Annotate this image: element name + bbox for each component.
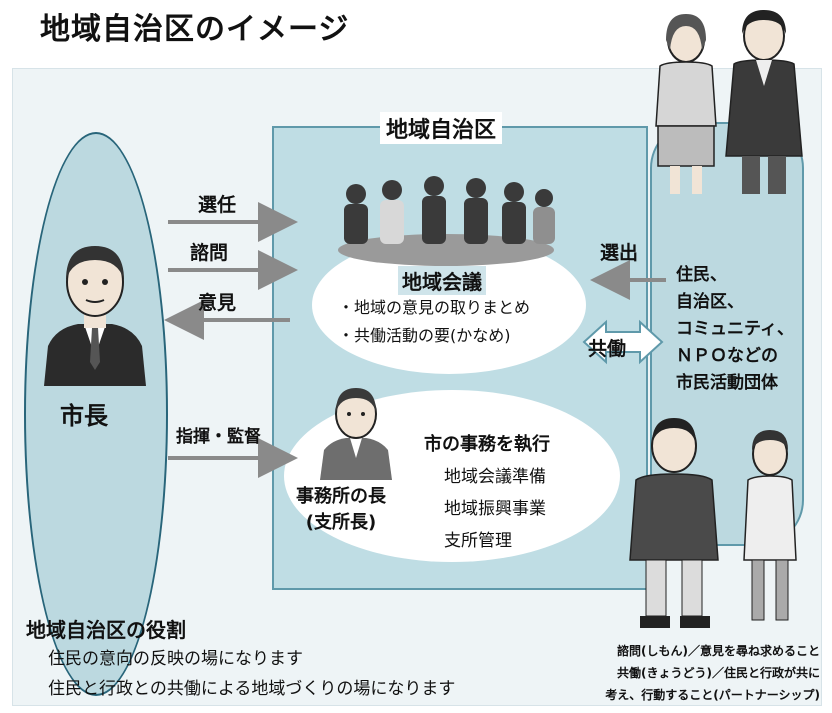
residents-label: 住民、 自治区、 コミュニティ、 ＮＰＯなどの 市民活動団体 <box>676 262 794 397</box>
role-item: 住民と行政との共働による地域づくりの場になります <box>48 679 456 699</box>
direct-label: 指揮・監督 <box>176 427 261 447</box>
meeting-name: 地域会議 <box>398 266 486 295</box>
page-title: 地域自治区のイメージ <box>40 12 350 47</box>
collaborate-label: 共働 <box>588 338 627 360</box>
mayor-label: 市長 <box>60 402 108 430</box>
residents-line: 自治区、 <box>676 292 744 312</box>
district-title: 地域自治区 <box>380 112 503 144</box>
residents-line: 住民、 <box>676 265 727 285</box>
residents-line: 市民活動団体 <box>676 373 778 393</box>
residents-top-figures <box>655 10 803 194</box>
office-head-label: 事務所の長 (支所長) <box>296 484 386 536</box>
office-task-item: 地域振興事業 <box>444 499 546 519</box>
residents-bottom-figures <box>629 418 797 628</box>
residents-line: コミュニティ、 <box>676 319 794 339</box>
meeting-role-item: ・共働活動の要(かなめ) <box>338 326 511 345</box>
glossary-line: 諮問(しもん)／意見を尋ね求めること <box>617 644 820 658</box>
office-head-title: 事務所の長 <box>296 486 386 507</box>
office-head-subtitle: (支所長) <box>305 512 377 533</box>
meeting-role-item: ・地域の意見の取りまとめ <box>338 298 531 317</box>
residents-line: ＮＰＯなどの <box>676 346 778 366</box>
office-task-item: 地域会議準備 <box>444 467 546 487</box>
elect-label: 選出 <box>600 242 639 264</box>
roles-title: 地域自治区の役割 <box>26 618 186 642</box>
mayor-oval <box>24 132 168 696</box>
mayor-figure <box>44 246 146 386</box>
glossary: 諮問(しもん)／意見を尋ね求めること 共働(きょうどう)／住民と行政が共に 考え… <box>520 640 820 706</box>
office-task-item: 支所管理 <box>444 531 512 551</box>
office-tasks-heading: 市の事務を執行 <box>424 434 550 455</box>
collaborate-arrow <box>582 319 664 365</box>
role-item: 住民の意向の反映の場になります <box>48 649 303 669</box>
opinion-label: 意見 <box>198 292 237 314</box>
glossary-line: 共働(きょうどう)／住民と行政が共に <box>617 666 820 680</box>
meeting-people-illustration <box>338 176 555 266</box>
appoint-label: 選任 <box>198 194 237 216</box>
consult-label: 諮問 <box>190 242 229 264</box>
glossary-line: 考え、行動すること(パートナーシップ) <box>605 688 820 702</box>
office-head-figure <box>320 388 392 480</box>
